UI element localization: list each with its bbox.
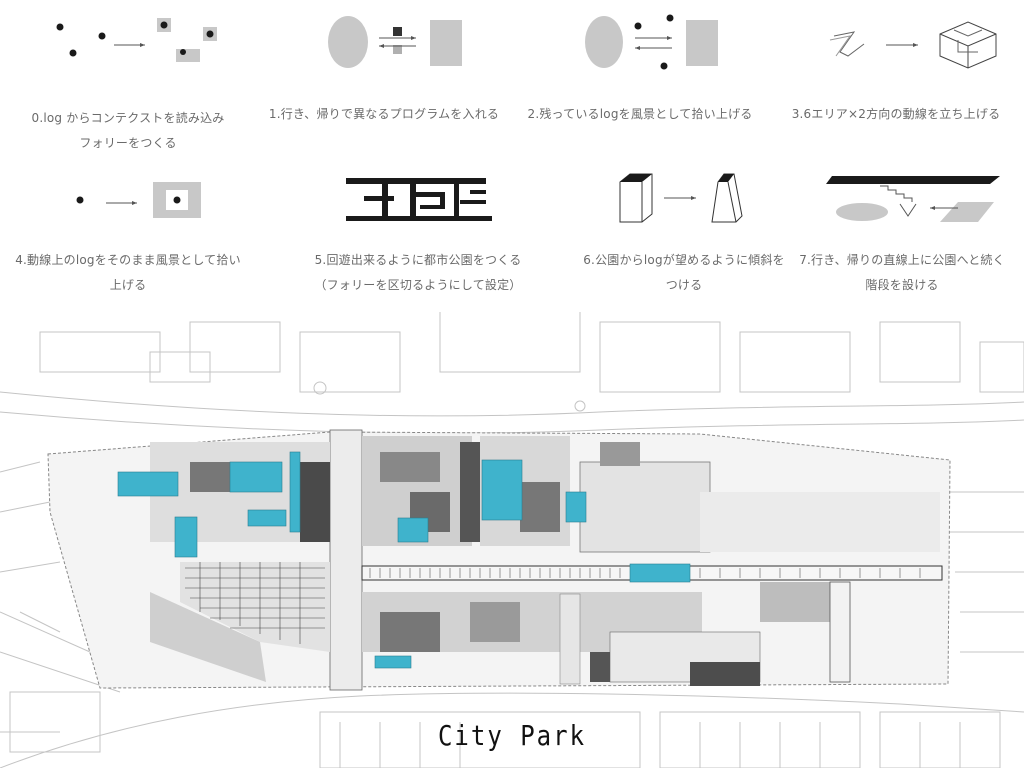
step-4-line1: 4.動線上のlogをそのまま風景として拾い (15, 253, 241, 267)
step-6-line1: 6.公園からlogが望めるように傾斜を (583, 253, 785, 267)
step-6-caption: 6.公園からlogが望めるように傾斜を つける (556, 248, 812, 298)
step-0-line2: フォリーをつくる (79, 136, 177, 150)
step-7-line1: 7.行き、帰りの直線上に公園へと続く (799, 253, 1005, 267)
step-0-caption: 0.log からコンテクストを読み込み フォリーをつくる (0, 106, 256, 156)
scatter-to-squares-icon (56, 18, 217, 62)
step-3-caption: 3.6エリア×2方向の動線を立ち上げる (768, 102, 1024, 127)
step-4: 4.動線上のlogをそのまま風景として拾い 上げる (0, 160, 256, 300)
step-7-line2: 階段を設ける (865, 278, 939, 292)
step-1: 1.行き、帰りで異なるプログラムを入れる (256, 0, 512, 160)
step-0-line1: 0.log からコンテクストを読み込み (31, 111, 225, 125)
two-way-program-icon (328, 16, 462, 68)
step-6-line2: つける (665, 278, 703, 292)
site-plan-title: City Park (437, 719, 587, 753)
step-5-line1: 5.回遊出来るように都市公園をつくる (314, 253, 522, 267)
context-linework (0, 312, 1024, 768)
step-7: 7.行き、帰りの直線上に公園へと続く 階段を設ける (780, 160, 1024, 300)
park-circulation-icon (346, 178, 492, 221)
step-1-line1: 1.行き、帰りで異なるプログラムを入れる (268, 107, 500, 121)
step-4-caption: 4.動線上のlogをそのまま風景として拾い 上げる (0, 248, 256, 298)
step-2-line1: 2.残っているlogを風景として拾い上げる (527, 107, 753, 121)
site-plan (0, 312, 1024, 768)
step-5-caption: 5.回遊出来るように都市公園をつくる （フォリーを区切るようにして設定） (290, 248, 546, 298)
stair-link-icon (826, 176, 1000, 222)
slope-block-icon (619, 173, 743, 223)
step-5: 5.回遊出来るように都市公園をつくる （フォリーを区切るようにして設定） (290, 160, 546, 300)
step-3: 3.6エリア×2方向の動線を立ち上げる (768, 0, 1024, 160)
step-6: 6.公園からlogが望めるように傾斜を つける (556, 160, 812, 300)
dot-framed-icon (76, 182, 201, 218)
step-5-line2: （フォリーを区切るようにして設定） (314, 278, 522, 292)
step-4-line2: 上げる (109, 278, 147, 292)
step-7-caption: 7.行き、帰りの直線上に公園へと続く 階段を設ける (780, 248, 1024, 298)
pick-up-log-icon (585, 14, 718, 70)
step-2: 2.残っているlogを風景として拾い上げる (512, 0, 768, 160)
raise-path-icon (829, 21, 997, 69)
step-2-caption: 2.残っているlogを風景として拾い上げる (512, 102, 768, 127)
step-3-line1: 3.6エリア×2方向の動線を立ち上げる (791, 107, 1001, 121)
step-1-caption: 1.行き、帰りで異なるプログラムを入れる (256, 102, 512, 127)
park-site (47, 429, 951, 691)
step-0: 0.log からコンテクストを読み込み フォリーをつくる (0, 0, 256, 160)
accent-follies (117, 451, 691, 669)
